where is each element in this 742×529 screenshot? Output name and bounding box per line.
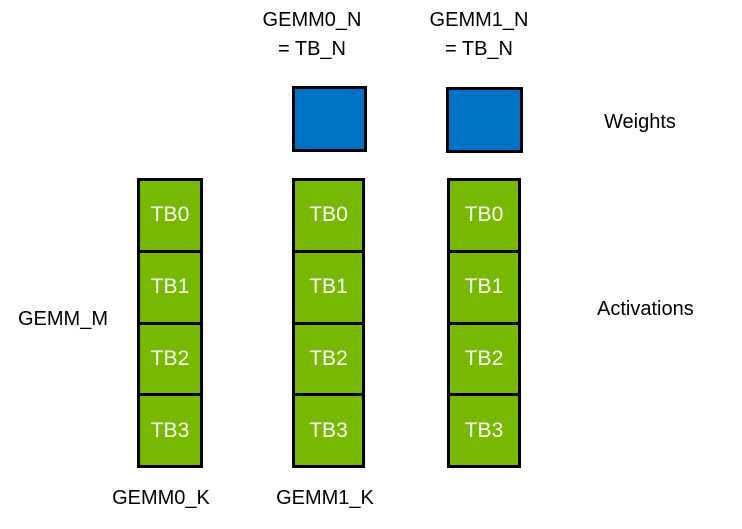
gemm1-n-label-line2: = TB_N bbox=[445, 38, 513, 60]
gemm0-k-label: GEMM0_K bbox=[112, 487, 210, 509]
activation-column-2: TB0 TB1 TB2 TB3 bbox=[447, 178, 521, 468]
tb-block: TB2 bbox=[140, 324, 200, 397]
tb-block: TB0 bbox=[450, 181, 518, 253]
gemm1-n-label-line1: GEMM1_N bbox=[429, 9, 529, 31]
gemm1-weight-square bbox=[446, 87, 523, 153]
tb-block: TB1 bbox=[140, 252, 200, 325]
tb-block: TB2 bbox=[295, 324, 362, 397]
gemm1-k-label: GEMM1_K bbox=[276, 487, 374, 509]
gemm0-n-label-line2: = TB_N bbox=[278, 38, 346, 60]
tb-block: TB2 bbox=[450, 324, 518, 397]
tb-block: TB3 bbox=[450, 396, 518, 465]
activations-label: Activations bbox=[597, 298, 694, 320]
gemm0-n-label-line1: GEMM0_N bbox=[262, 9, 362, 31]
activation-column-0: TB0 TB1 TB2 TB3 bbox=[137, 178, 203, 468]
gemm-m-label: GEMM_M bbox=[18, 308, 108, 330]
gemm0-weight-square bbox=[292, 86, 367, 152]
gemm0-n-label: GEMM0_N = TB_N bbox=[222, 6, 402, 64]
gemm1-n-label: GEMM1_N = TB_N bbox=[389, 6, 569, 64]
activation-column-1: TB0 TB1 TB2 TB3 bbox=[292, 178, 365, 468]
tb-block: TB0 bbox=[140, 181, 200, 253]
weights-label: Weights bbox=[604, 111, 676, 133]
tb-block: TB3 bbox=[295, 396, 362, 465]
tb-block: TB0 bbox=[295, 181, 362, 253]
tb-block: TB3 bbox=[140, 396, 200, 465]
tb-block: TB1 bbox=[295, 252, 362, 325]
tb-block: TB1 bbox=[450, 252, 518, 325]
